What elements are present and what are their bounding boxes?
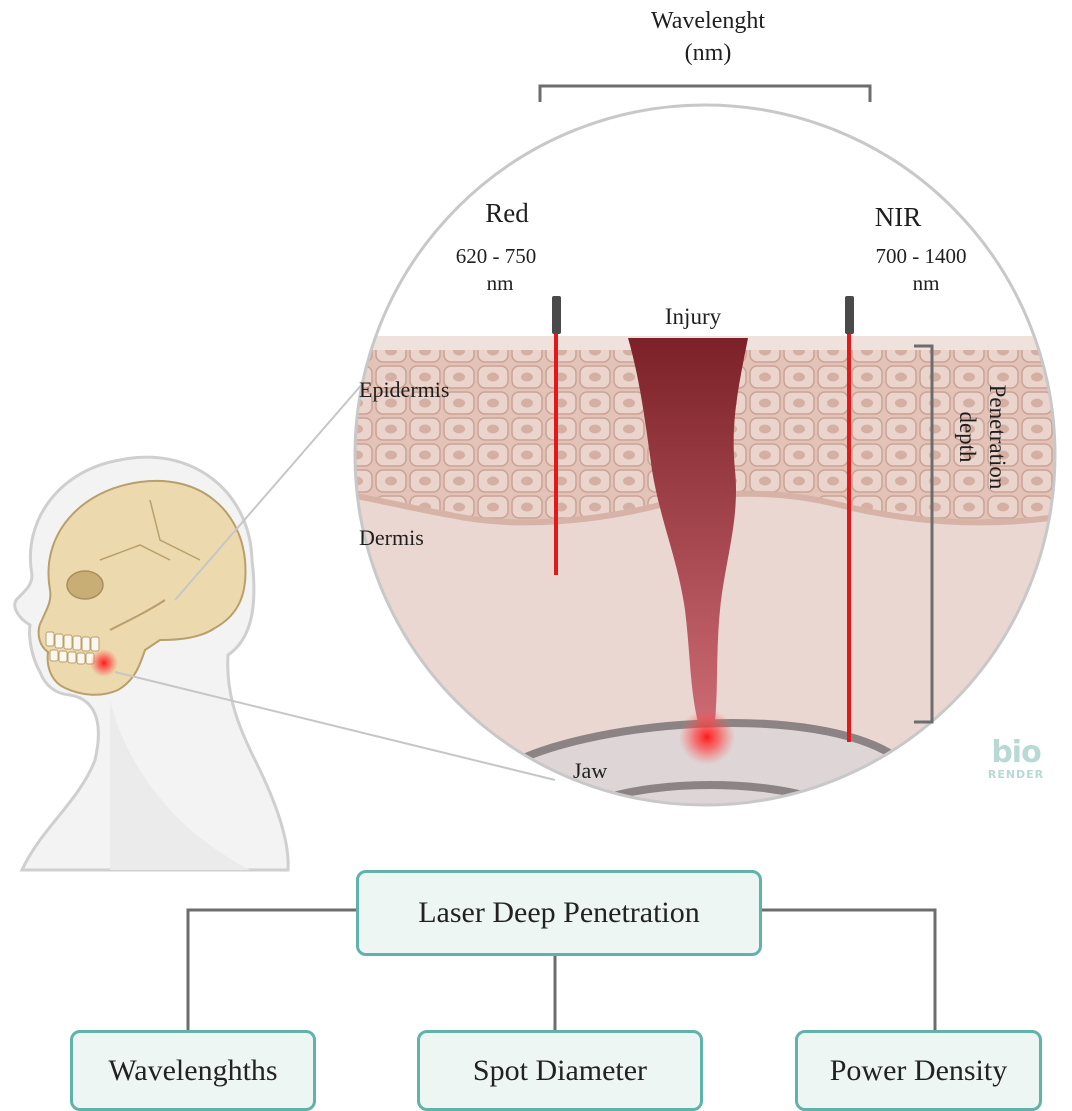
red-laser-probe	[552, 296, 561, 334]
head-illustration	[15, 457, 288, 870]
nir-laser-label: NIR	[875, 202, 922, 232]
red-laser-label: Red	[485, 198, 529, 228]
biorender-watermark: bio RENDER	[986, 738, 1046, 781]
biorender-watermark-word2: RENDER	[986, 768, 1046, 781]
penetration-label: Penetration	[985, 385, 1010, 490]
nir-laser-unit: nm	[913, 271, 940, 295]
wavelength-unit-label: (nm)	[685, 40, 732, 66]
power-density-box: Power Density	[795, 1030, 1042, 1111]
injury-label: Injury	[665, 304, 722, 329]
biorender-watermark-word1: bio	[986, 738, 1046, 768]
laser-deep-penetration-box: Laser Deep Penetration	[356, 870, 762, 956]
epidermis-label: Epidermis	[359, 377, 449, 402]
wavelength-label: Wavelenght	[651, 8, 765, 34]
spot-diameter-label: Spot Diameter	[473, 1054, 647, 1088]
laser-deep-penetration-label: Laser Deep Penetration	[418, 896, 700, 930]
power-density-label: Power Density	[830, 1054, 1007, 1088]
red-laser-range: 620 - 750	[456, 244, 537, 268]
nir-laser-probe	[845, 296, 854, 334]
dermis-label: Dermis	[359, 525, 424, 550]
spot-diameter-box: Spot Diameter	[417, 1030, 703, 1111]
wavelengths-box: Wavelenghths	[70, 1030, 316, 1111]
jaw-glow-point	[679, 709, 735, 765]
nir-laser-range: 700 - 1400	[876, 244, 967, 268]
penetration-depth-label: depth	[955, 411, 980, 463]
red-laser-unit: nm	[487, 271, 514, 295]
wavelengths-label: Wavelenghths	[108, 1054, 277, 1088]
jaw-glow-spot	[90, 649, 118, 677]
jaw-label: Jaw	[573, 758, 607, 783]
wavelength-bracket	[540, 86, 870, 102]
